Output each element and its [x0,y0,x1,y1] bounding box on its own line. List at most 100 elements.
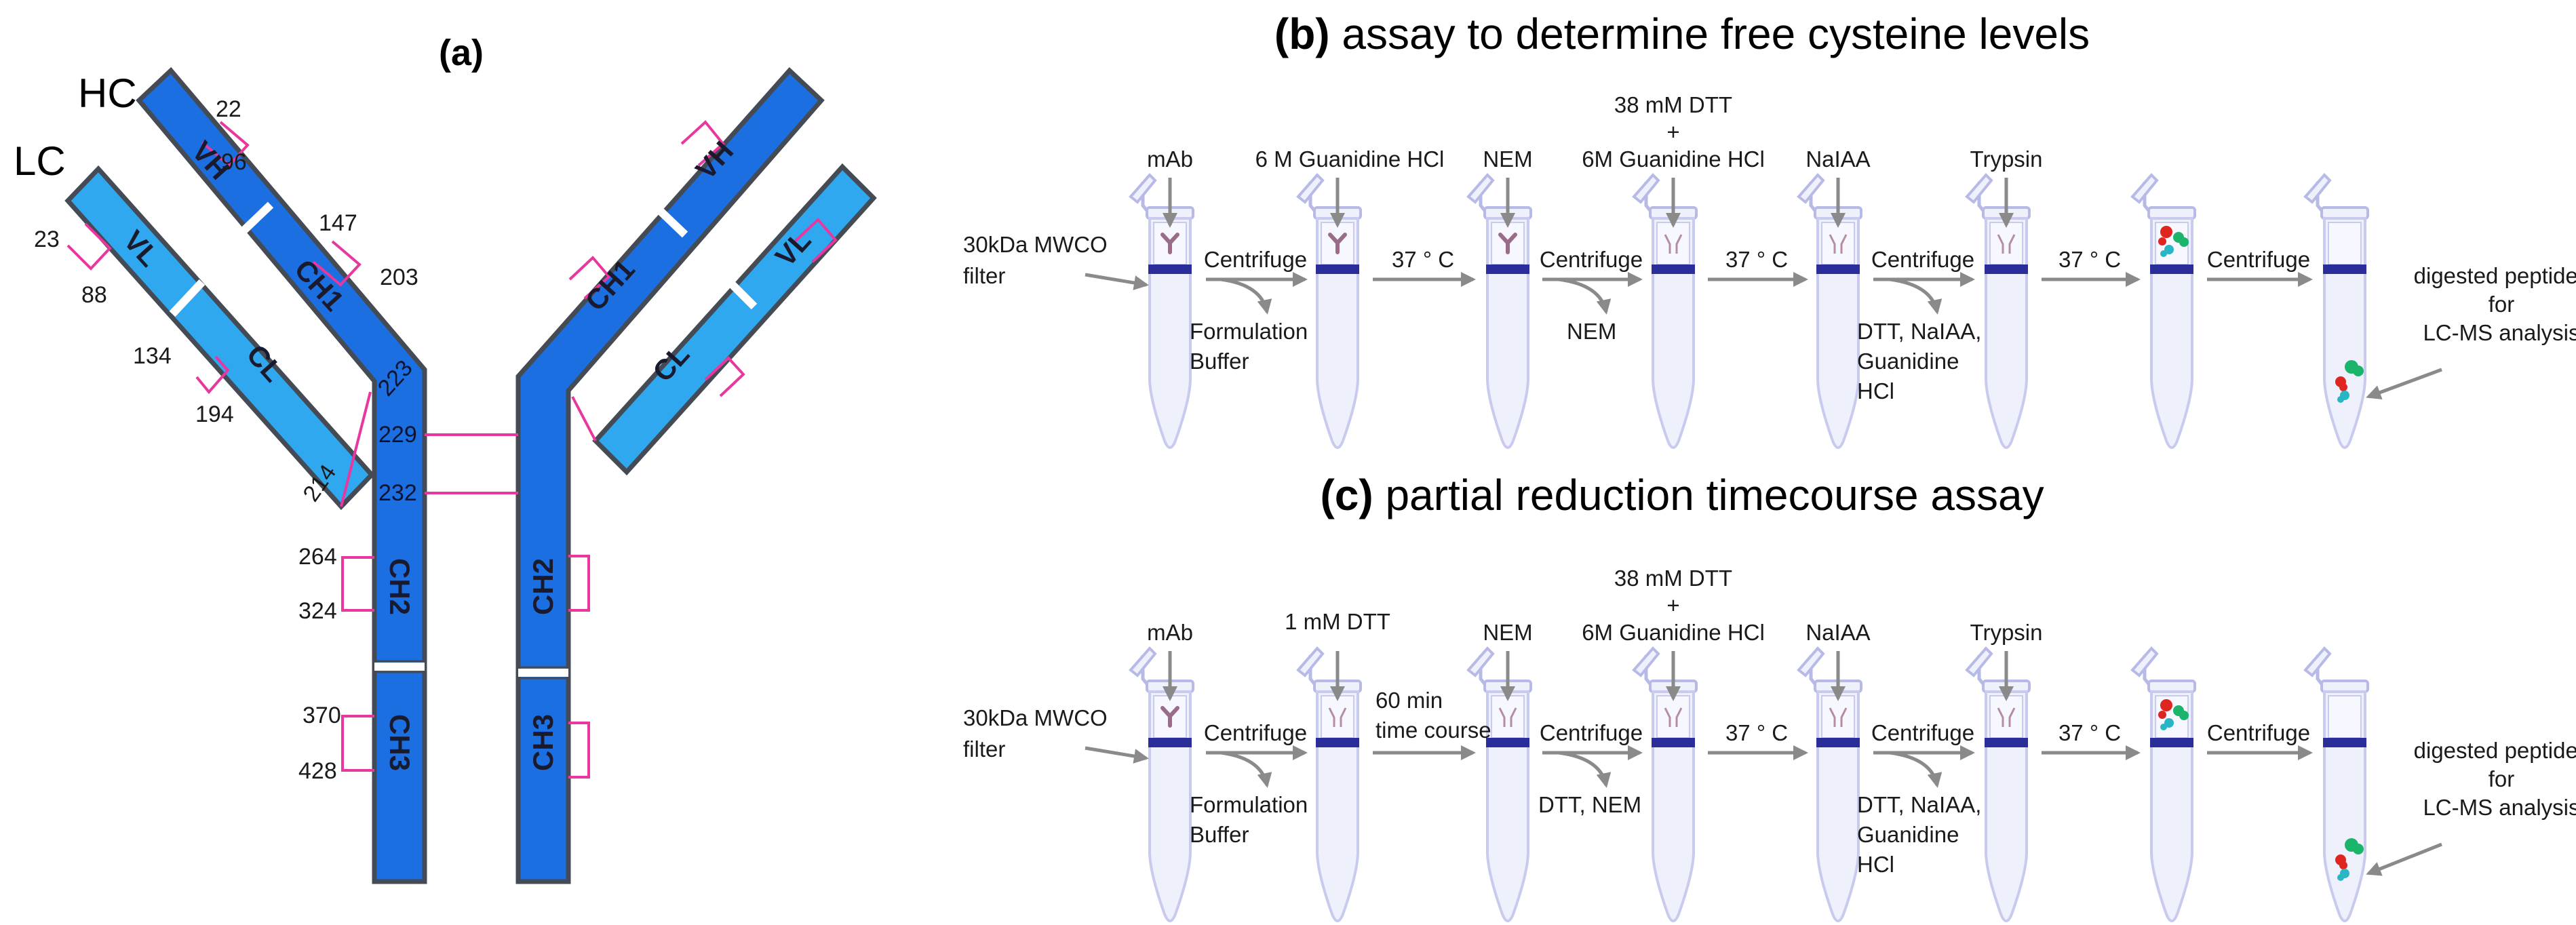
reagent-b-6: Trypsin [1970,146,2043,172]
filter-label-c-2: filter [963,736,1005,762]
tube-b-8 [2305,175,2368,448]
step-c-3: time course [1375,717,1491,743]
output-c-line-2: for [2489,766,2515,791]
residue-147: 147 [319,210,357,236]
right-light-chain [592,163,877,476]
domain-label-ch3-left: CH3 [384,714,416,771]
residue-428: 428 [298,758,337,784]
tube-c-3 [1468,648,1531,921]
reagent-b-dtt-2: + [1666,119,1679,144]
hc-label: HC [78,71,137,116]
panel-c-title: (c) partial reduction timecourse assay [1320,471,2044,519]
residue-134: 134 [133,343,172,369]
reagent-c-5: NaIAA [1806,620,1870,645]
residue-23: 23 [34,227,60,252]
waste-b-1-line-1: Formulation [1190,319,1308,344]
residue-203: 203 [380,264,418,290]
residue-232: 232 [378,480,417,506]
tube-b-6 [1967,175,2029,448]
reagent-c-dtt-2: + [1666,593,1679,618]
reagent-b-1: mAb [1147,146,1193,172]
reagent-c-4: 6M Guanidine HCl [1582,620,1765,645]
reagent-c-2: 1 mM DTT [1285,609,1390,634]
residue-96: 96 [221,149,247,175]
domain-label-ch2-right: CH2 [527,558,559,615]
left-light-chain [64,165,375,511]
step-c-5: 37 ° C [1725,720,1788,745]
step-b-1: Centrifuge [1204,247,1307,272]
waste-c-2-line-1: DTT, NEM [1538,792,1641,817]
step-b-5: Centrifuge [1871,247,1974,272]
output-b-line-2: for [2489,292,2515,317]
reagent-c-6: Trypsin [1970,620,2043,645]
tube-b-4 [1634,175,1696,448]
step-b-7: Centrifuge [2207,247,2310,272]
waste-c-3-line-1: DTT, NaIAA, [1857,792,1981,817]
tube-b-7 [2132,175,2195,448]
reagent-b-dtt-1: 38 mM DTT [1614,92,1732,117]
waste-b-2-line-1: NEM [1567,319,1616,344]
tube-b-3 [1468,175,1531,448]
panel-a-antibody: (a) HC LC [14,33,877,884]
step-b-2: 37 ° C [1392,247,1454,272]
step-c-4: Centrifuge [1540,720,1643,745]
panel-c-tubes [1131,648,2368,921]
lc-label: LC [14,138,66,184]
output-c-line-3: LC-MS analysis [2423,795,2576,820]
output-c-line-1: digested peptides [2414,738,2576,763]
reagent-b-2: 6 M Guanidine HCl [1255,146,1445,172]
reagent-c-1: mAb [1147,620,1193,645]
filter-label-c-1: 30kDa MWCO [963,705,1108,730]
output-b-line-1: digested peptides [2414,263,2576,288]
waste-c-3-line-3: HCl [1857,852,1894,877]
waste-b-1-line-2: Buffer [1190,349,1249,374]
step-c-6: Centrifuge [1871,720,1974,745]
residue-194: 194 [195,401,234,427]
waste-b-3-line-3: HCl [1857,378,1894,404]
reagent-c-dtt-1: 38 mM DTT [1614,566,1732,591]
tube-b-2 [1298,175,1361,448]
tube-c-5 [1799,648,1861,921]
waste-c-3-line-2: Guanidine [1857,822,1959,847]
interchain-disulfides [340,391,597,507]
tube-c-7 [2132,648,2195,921]
tube-b-1 [1131,175,1193,448]
residue-88: 88 [81,282,107,308]
left-heavy-chain [136,66,427,884]
filter-label-b-2: filter [963,263,1005,288]
step-c-2: 60 min [1375,688,1443,713]
residue-324: 324 [298,598,337,624]
tube-c-2 [1298,648,1361,921]
residue-229: 229 [378,422,417,448]
intrachain-disulfides [66,120,838,779]
reagent-b-4: 6M Guanidine HCl [1582,146,1765,172]
panel-b-free-cysteine-assay: (b) assay to determine free cysteine lev… [963,9,2576,448]
reagent-b-3: NEM [1483,146,1532,172]
step-b-3: Centrifuge [1540,247,1643,272]
panel-b-tubes [1131,175,2368,448]
step-c-8: Centrifuge [2207,720,2310,745]
panel-c-partial-reduction-assay: (c) partial reduction timecourse assay [963,471,2576,921]
step-b-6: 37 ° C [2058,247,2121,272]
waste-c-1-line-1: Formulation [1190,792,1308,817]
step-b-4: 37 ° C [1725,247,1788,272]
tube-c-4 [1634,648,1696,921]
right-heavy-chain [515,66,825,884]
step-c-7: 37 ° C [2058,720,2121,745]
residue-264: 264 [298,544,337,570]
waste-b-3-line-1: DTT, NaIAA, [1857,319,1981,344]
tube-c-6 [1967,648,2029,921]
domain-label-ch3-right: CH3 [527,714,559,771]
tube-b-5 [1799,175,1861,448]
step-c-1: Centrifuge [1204,720,1307,745]
domain-label-ch2-left: CH2 [384,558,416,615]
residue-370: 370 [303,703,341,728]
output-b-line-3: LC-MS analysis [2423,320,2576,345]
panel-b-title: (b) assay to determine free cysteine lev… [1274,9,2090,58]
tube-c-8 [2305,648,2368,921]
reagent-b-5: NaIAA [1806,146,1870,172]
filter-label-b-1: 30kDa MWCO [963,232,1108,257]
reagent-c-3: NEM [1483,620,1532,645]
residue-22: 22 [216,96,241,122]
